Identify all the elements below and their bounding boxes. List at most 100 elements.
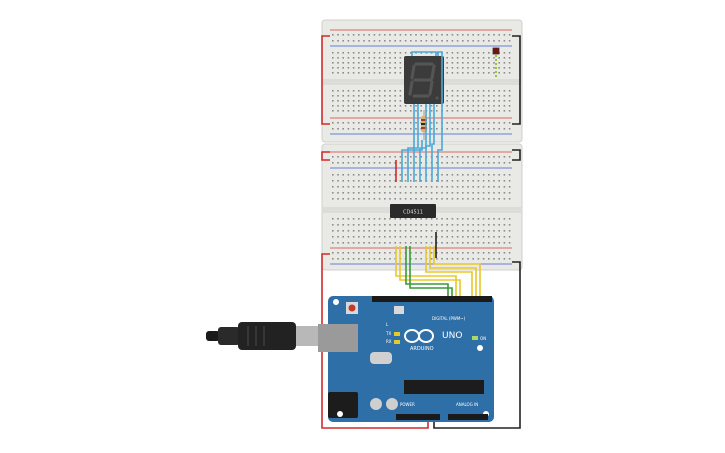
breadboard-hole	[363, 90, 365, 92]
breadboard-hole	[342, 110, 344, 112]
breadboard-hole	[482, 224, 485, 226]
breadboard-hole	[404, 128, 407, 130]
breadboard-hole	[378, 180, 381, 182]
breadboard-hole	[462, 72, 464, 74]
breadboard-hole	[477, 105, 480, 107]
breadboard-hole	[404, 186, 407, 188]
breadboard-hole	[347, 174, 350, 176]
segments	[408, 62, 436, 98]
breadboard-hole	[373, 162, 376, 164]
wires-blue[interactable]	[401, 51, 443, 182]
breadboard-hole	[399, 100, 402, 102]
breadboard-hole	[378, 128, 381, 130]
jumper-wires[interactable]	[395, 160, 437, 258]
breadboard-hole	[342, 57, 344, 59]
breadboard-hole	[394, 34, 396, 36]
breadboard-hole	[384, 192, 386, 194]
breadboard-hole	[363, 105, 365, 107]
breadboard-hole	[441, 252, 443, 254]
breadboard-hole	[482, 218, 485, 220]
breadboard-hole	[394, 156, 396, 158]
breadboard-hole	[384, 224, 386, 226]
breadboard-hole	[488, 95, 490, 97]
seven-segment-display[interactable]	[404, 56, 444, 104]
breadboard-hole	[425, 242, 428, 244]
breadboard-hole	[384, 242, 386, 244]
breadboard-hole	[441, 258, 443, 260]
breadboard-hole	[462, 105, 464, 107]
breadboard-hole	[347, 192, 350, 194]
breadboard-hole	[415, 156, 417, 158]
breadboard-hole	[462, 236, 464, 238]
breadboard-hole	[462, 52, 464, 54]
breadboard-hole	[493, 90, 495, 92]
breadboard-hole	[430, 122, 433, 124]
breadboard-hole	[508, 252, 511, 254]
breadboard-hole	[394, 90, 396, 92]
breadboard-hole	[467, 95, 469, 97]
breadboard-hole	[399, 128, 402, 130]
breadboard-hole	[482, 192, 485, 194]
breadboard-hole	[503, 72, 506, 74]
breadboard-hole	[378, 67, 381, 69]
breadboard-hole	[498, 95, 500, 97]
breadboard-hole	[332, 186, 334, 188]
breadboard-hole	[363, 180, 365, 182]
breadboard-hole	[384, 72, 386, 74]
breadboard-hole	[373, 192, 376, 194]
breadboard-hole	[462, 62, 464, 64]
breadboard-hole	[420, 236, 422, 238]
breadboard-hole	[332, 258, 334, 260]
breadboard-hole	[358, 198, 360, 200]
breadboard-hole	[425, 40, 428, 42]
breadboard-hole	[378, 174, 381, 176]
breadboard-hole	[415, 242, 417, 244]
breadboard-hole	[368, 52, 370, 54]
breadboard-hole	[352, 180, 355, 182]
breadboard-hole	[451, 258, 454, 260]
breadboard-hole	[503, 218, 506, 220]
breadboard-hole	[410, 162, 412, 164]
breadboard-hole	[425, 192, 428, 194]
arduino-uno[interactable]: ARDUINO UNO DIGITAL (PWM~) POWER ANALOG …	[318, 296, 494, 422]
usb-cable-icon[interactable]	[206, 322, 320, 350]
rx-label: RX	[386, 339, 392, 344]
breadboard-hole	[358, 110, 360, 112]
breadboard-hole	[477, 218, 480, 220]
breadboard-hole	[378, 62, 381, 64]
breadboard-hole	[352, 95, 355, 97]
breadboard-hole	[404, 52, 407, 54]
breadboard-hole	[472, 192, 474, 194]
breadboard-hole	[332, 174, 334, 176]
breadboard-hole	[389, 62, 391, 64]
breadboard-hole	[498, 40, 500, 42]
breadboard-hole	[420, 252, 422, 254]
breadboard-hole	[373, 242, 376, 244]
breadboard-hole	[467, 180, 469, 182]
breadboard-hole	[503, 110, 506, 112]
breadboard-hole	[508, 100, 511, 102]
breadboard-hole	[493, 122, 495, 124]
breadboard-hole	[420, 180, 422, 182]
breadboard-hole	[456, 72, 459, 74]
breadboard-hole	[373, 34, 376, 36]
breadboard-hole	[456, 52, 459, 54]
breadboard-hole	[394, 100, 396, 102]
breadboard-hole	[508, 186, 511, 188]
led-indicator[interactable]	[492, 47, 500, 78]
breadboard-hole	[373, 252, 376, 254]
breadboard-hole	[352, 242, 355, 244]
breadboard-hole	[446, 34, 448, 36]
breadboard-hole	[352, 258, 355, 260]
wires-data[interactable]	[395, 246, 481, 296]
breadboard-hole	[410, 230, 412, 232]
breadboard-hole	[415, 224, 417, 226]
breadboard-hole	[503, 224, 506, 226]
breadboard-hole	[508, 174, 511, 176]
breadboard-hole	[467, 57, 469, 59]
breadboard-hole	[451, 122, 454, 124]
breadboard-hole	[384, 236, 386, 238]
breadboard-hole	[337, 122, 339, 124]
breadboard-hole	[342, 218, 344, 220]
ic-chip[interactable]: CD4511	[390, 204, 436, 218]
